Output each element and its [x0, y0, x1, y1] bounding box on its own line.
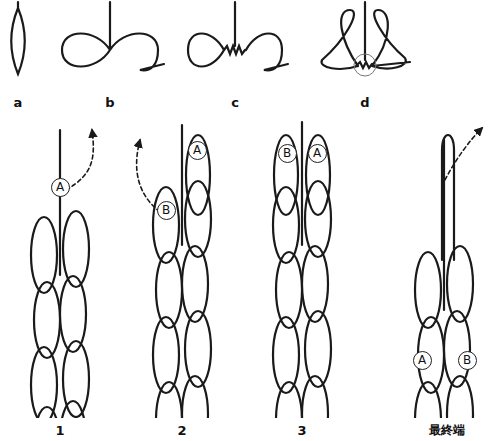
figure-label: 3: [297, 424, 306, 437]
chain-link: [302, 246, 328, 322]
chain-link: [418, 317, 444, 393]
chain-link: [276, 382, 302, 418]
chain-link: [305, 311, 331, 387]
figure-label: 2: [177, 424, 186, 437]
callout-circle: A: [308, 144, 327, 163]
callout-circle: B: [278, 144, 297, 163]
chain-link: [60, 276, 86, 352]
callout-circle: A: [188, 141, 207, 160]
chain-link: [31, 217, 57, 293]
raised-loop: [274, 135, 298, 215]
pull-arrow-final: [445, 128, 482, 180]
figure-label: 1: [55, 424, 64, 437]
callout-circle: B: [458, 351, 477, 370]
working-strand: [59, 130, 61, 275]
callout-circle: B: [157, 201, 176, 220]
working-strand: [443, 140, 445, 310]
highlight-circle: [354, 54, 376, 76]
figure-label: c: [231, 96, 239, 109]
figure-label: a: [14, 96, 23, 109]
chain-link: [182, 246, 208, 322]
pull-arrow-2: [137, 140, 160, 212]
figure-label: d: [360, 96, 369, 109]
raised-loop: [186, 135, 210, 215]
chain-link: [276, 252, 302, 328]
callout-letter: B: [463, 354, 471, 366]
loop-a: [11, 2, 25, 74]
chain-link: [63, 211, 89, 287]
figure-label: b: [105, 96, 114, 109]
chain-link: [302, 376, 328, 418]
callout-letter: A: [56, 181, 64, 193]
callout-circle: A: [413, 351, 432, 370]
pull-arrow-1: [66, 130, 93, 190]
loop-c: [188, 2, 288, 70]
callout-letter: A: [193, 144, 201, 156]
callout-letter: B: [162, 204, 170, 216]
chain-link: [185, 311, 211, 387]
callout-letter: A: [418, 354, 426, 366]
chain-link: [415, 382, 441, 418]
chain-link: [34, 282, 60, 358]
chain-link: [447, 246, 473, 322]
chain-link: [273, 317, 299, 393]
chain-link: [153, 317, 179, 393]
chain-link: [444, 311, 470, 387]
callout-letter: B: [283, 147, 291, 159]
loop-d: [322, 2, 410, 69]
chain-link: [182, 376, 208, 418]
chain-link: [34, 407, 60, 418]
chain-link: [153, 187, 179, 263]
raised-loop: [306, 135, 330, 215]
chain-link: [447, 376, 473, 418]
chain-link: [60, 401, 86, 418]
chain-link: [156, 252, 182, 328]
chain-link: [305, 181, 331, 257]
figure-label: 最終端: [429, 424, 465, 436]
chain-link: [156, 382, 182, 418]
final-loop: [442, 135, 454, 260]
chain-link: [185, 181, 211, 257]
chain-link: [415, 252, 441, 328]
callout-letter: A: [313, 147, 321, 159]
working-strand: [181, 125, 183, 245]
callout-circle: A: [51, 178, 70, 197]
working-strand: [301, 122, 303, 245]
loop-b: [62, 2, 164, 70]
